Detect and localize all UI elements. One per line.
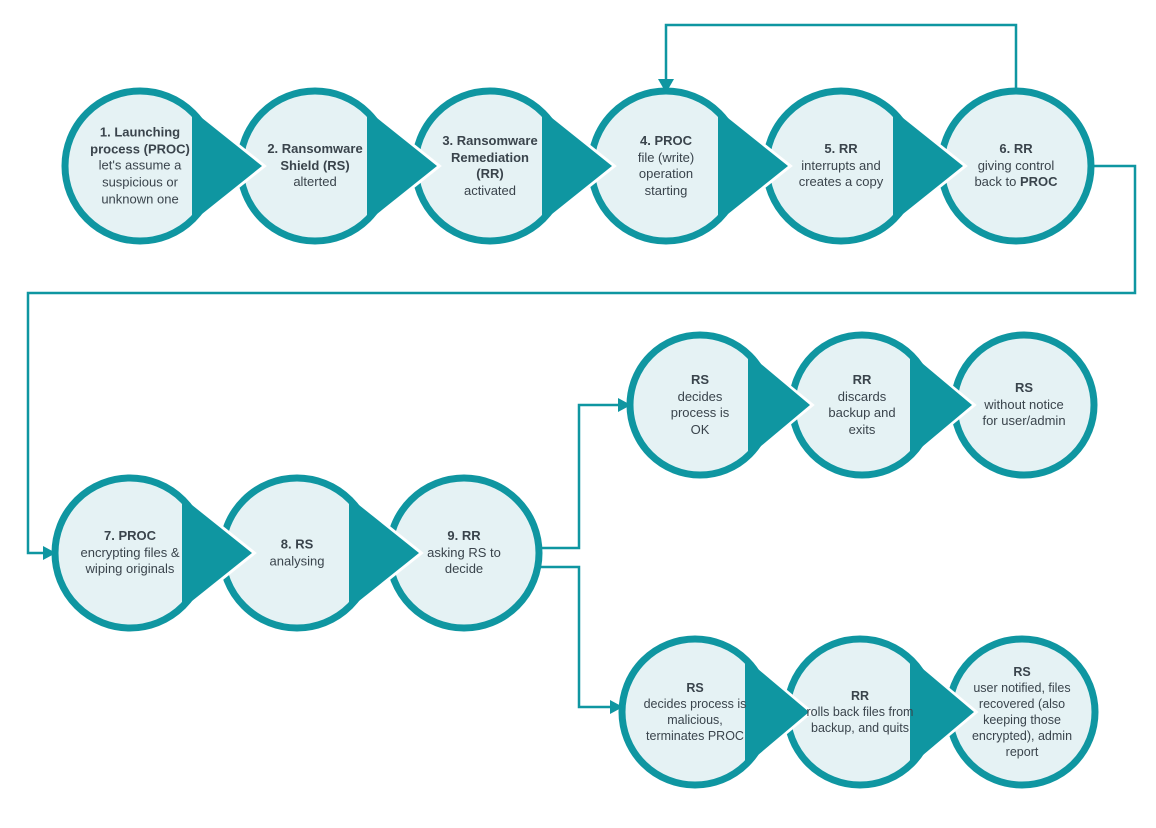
node-title: RR <box>850 689 870 703</box>
flow-node-9: 9. RR asking RS to decide <box>421 528 507 578</box>
chevron-1-2 <box>192 110 267 222</box>
chevron-8-9 <box>349 497 424 609</box>
node-body: activated <box>463 182 517 198</box>
flow-node-8: 8. RS analysing <box>252 536 342 569</box>
node-body: decides process is OK <box>670 388 730 437</box>
malicious-node-1: RS decides process is malicious, termina… <box>641 680 749 744</box>
node-title: RS <box>1013 665 1031 679</box>
flow-node-1: 1. Launching process (PROC) let's assume… <box>83 124 197 207</box>
flow-node-7: 7. PROC encrypting files & wiping origin… <box>80 528 180 578</box>
node-title: 6. RR <box>999 141 1033 157</box>
node-title: 9. RR <box>447 528 481 544</box>
node-body: encrypting files & wiping originals <box>80 544 180 577</box>
chevron-malicious-2-3 <box>910 658 979 766</box>
flow-node-5: 5. RR interrupts and creates a copy <box>793 141 889 191</box>
malicious-node-3: RS user notified, files recovered (also … <box>965 664 1079 760</box>
node-title: 2. Ransomware Shield (RS) <box>267 141 363 173</box>
node-title: RS <box>1014 380 1034 396</box>
loop-arrowhead-down <box>658 79 674 93</box>
wrap-arrowhead-right <box>43 546 56 560</box>
chevron-7-8 <box>182 497 257 609</box>
flow-node-6: 6. RR giving control back to PROC <box>968 141 1064 191</box>
chevron-2-3 <box>367 110 442 222</box>
node-title: 5. RR <box>824 141 858 157</box>
node-body: discards backup and exits <box>828 388 896 437</box>
node-body: giving control back to PROC <box>974 157 1058 190</box>
malicious-branch-connector <box>540 565 611 709</box>
flow-node-4: 4. PROC file (write) operation starting <box>623 133 709 200</box>
ok-node-2: RR discards backup and exits <box>819 372 905 439</box>
node-body: without notice for user/admin <box>982 396 1066 429</box>
node-body: interrupts and creates a copy <box>798 157 884 190</box>
node-title: 8. RS <box>280 536 314 552</box>
loop-connector-6-to-4 <box>664 23 1018 92</box>
chevron-5-6 <box>893 110 968 222</box>
node-body: decides process is malicious, terminates… <box>643 697 747 743</box>
node-body: user notified, files recovered (also kee… <box>971 681 1073 759</box>
chevron-4-5 <box>718 110 793 222</box>
ok-node-1: RS decides process is OK <box>661 372 739 439</box>
chevron-ok-2-3 <box>910 353 977 457</box>
chevron-ok-1-2 <box>748 353 815 457</box>
node-title: RR <box>852 371 872 387</box>
chevron-arrows <box>182 110 979 766</box>
node-title: RS <box>690 371 710 387</box>
malicious-node-2: RR rolls back files from backup, and qui… <box>805 688 915 736</box>
wrap-connector-6-to-7 <box>26 164 1137 555</box>
flow-node-3: 3. Ransomware Remediation (RR) activated <box>439 133 541 200</box>
node-title: 3. Ransomware Remediation (RR) <box>442 132 538 181</box>
chevron-malicious-1-2 <box>745 658 814 766</box>
node-title: RS <box>686 681 704 695</box>
malicious-branch-arrowhead <box>610 700 623 714</box>
node-body: alterted <box>293 174 337 190</box>
node-body: file (write) operation starting <box>637 149 695 198</box>
node-body: asking RS to decide <box>427 544 501 577</box>
ok-node-3: RS without notice for user/admin <box>981 380 1067 430</box>
flow-node-2: 2. Ransomware Shield (RS) alterted <box>260 141 370 191</box>
node-body: let's assume a suspicious or unknown one <box>98 157 182 206</box>
chevron-3-4 <box>542 110 617 222</box>
node-body: rolls back files from backup, and quits <box>806 705 914 735</box>
node-title: 7. PROC <box>103 528 156 544</box>
node-title: 4. PROC <box>639 132 692 148</box>
ok-branch-arrowhead <box>618 398 631 412</box>
node-title: 1. Launching process (PROC) <box>90 124 190 157</box>
ok-branch-connector <box>540 403 619 550</box>
node-body: analysing <box>269 553 325 568</box>
